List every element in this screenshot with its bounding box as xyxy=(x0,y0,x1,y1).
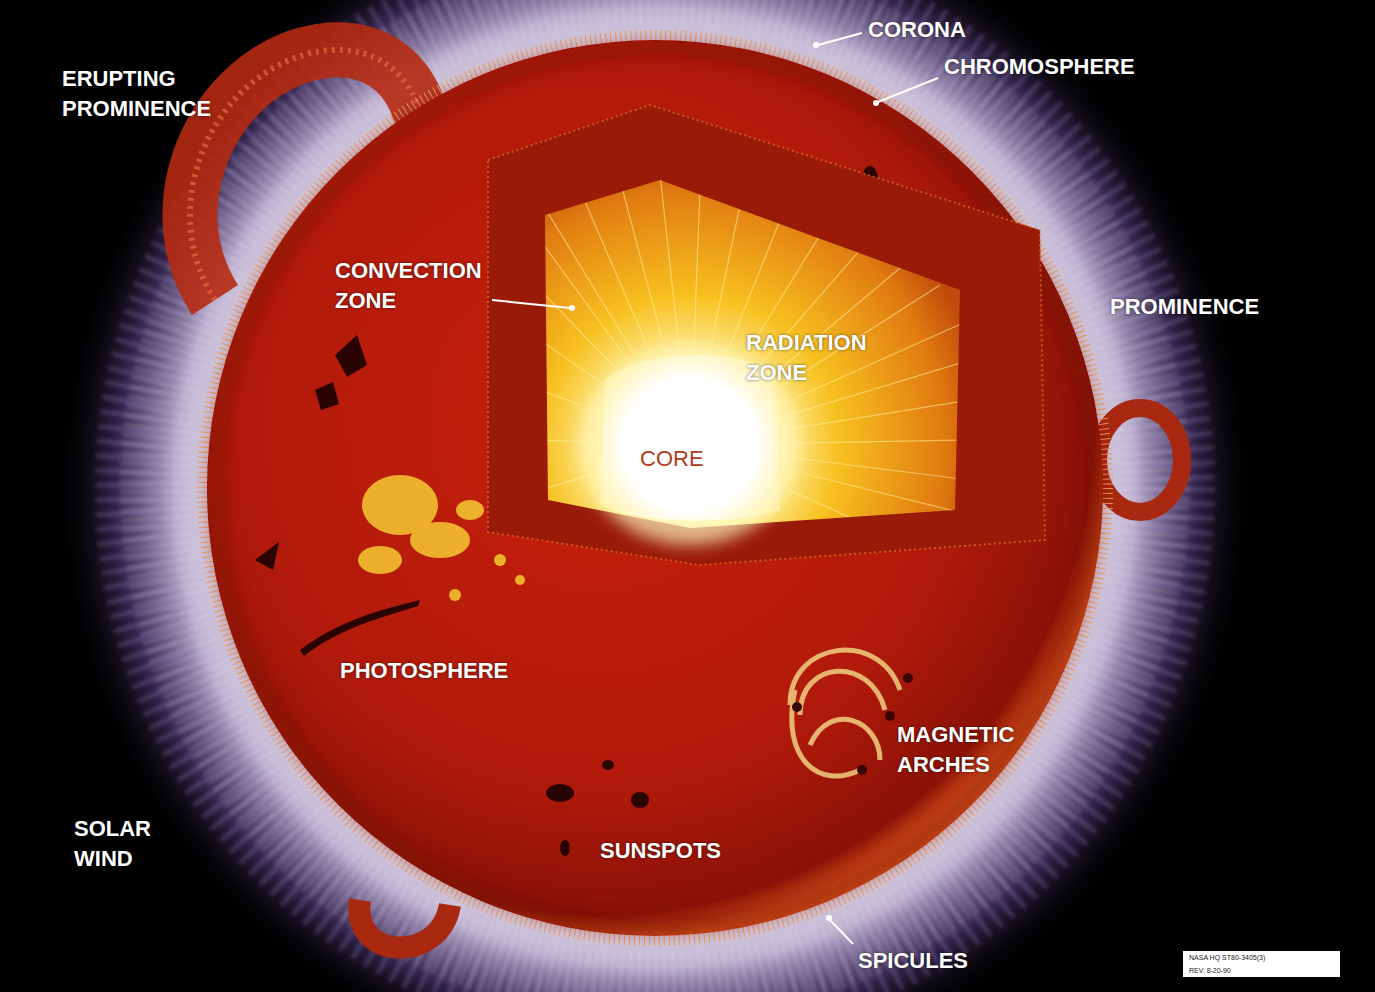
part-label: SPICULES xyxy=(858,946,968,976)
part-label: CORONA xyxy=(868,15,966,45)
part-label: PHOTOSPHERE xyxy=(340,656,508,686)
part-label: CHROMOSPHERE xyxy=(944,52,1135,82)
image-id: NASA HQ ST80-3405(3) xyxy=(1183,951,1340,964)
part-label: RADIATION ZONE xyxy=(746,328,896,388)
part-label: ERUPTING PROMINENCE xyxy=(62,64,252,124)
part-label: CONVECTION ZONE xyxy=(335,256,505,316)
part-label: MAGNETIC ARCHES xyxy=(897,720,1047,780)
part-label: SOLAR WIND xyxy=(74,814,174,874)
part-label: SUNSPOTS xyxy=(600,836,721,866)
revision-note: REV. 8-20-90 xyxy=(1183,964,1340,977)
part-label: CORE xyxy=(640,444,704,474)
part-label: PROMINENCE xyxy=(1110,292,1259,322)
